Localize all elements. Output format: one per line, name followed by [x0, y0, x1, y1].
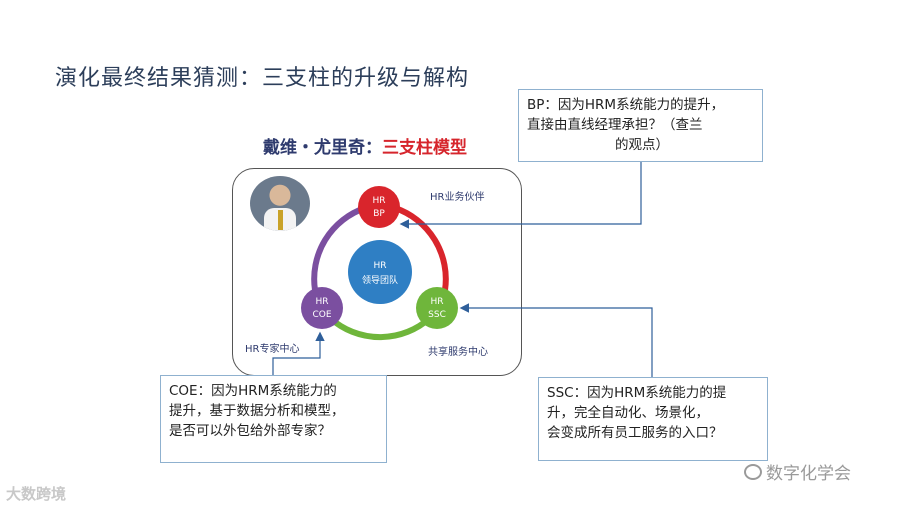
portrait-image — [250, 176, 310, 231]
ssc-node-line2: SSC — [428, 310, 446, 320]
coe-node-line2: COE — [312, 310, 331, 320]
callout-bp-line: 直接由直线经理承担？（查兰 — [527, 117, 703, 133]
watermark-right-text: 数字化学会 — [766, 464, 851, 484]
bp-connector — [399, 162, 642, 229]
callout-bp: BP：因为HRM系统能力的提升， 直接由直线经理承担？（查兰 的观点） — [518, 89, 763, 162]
ring-arc-ssc-coe — [328, 315, 432, 341]
center-node-line1: HR — [373, 261, 386, 271]
coe-connector — [272, 331, 325, 375]
ring-arc-coe-bp — [311, 205, 367, 291]
coe-node — [301, 287, 343, 329]
model-heading: 戴维・尤里奇：三支柱模型 — [263, 133, 467, 158]
label-hr-business-partner: HR业务伙伴 — [430, 192, 485, 203]
bp-node — [358, 186, 400, 228]
callout-coe-line: COE：因为HRM系统能力的 — [169, 383, 337, 399]
watermark-left: 大数跨境 — [6, 485, 67, 503]
ssc-node-line1: HR — [430, 297, 443, 307]
ring-arc-bp-ssc — [393, 205, 449, 291]
page-title: 演化最终结果猜测：三支柱的升级与解构 — [55, 66, 470, 91]
ssc-connector — [459, 303, 653, 377]
bp-node-line1: HR — [372, 196, 385, 206]
callout-bp-line: BP：因为HRM系统能力的提升， — [527, 97, 725, 113]
watermark-right: 数字化学会 — [744, 459, 851, 484]
bp-node-line2: BP — [373, 209, 385, 219]
callout-coe-line: 提升，基于数据分析和模型， — [169, 403, 345, 419]
coe-node-line1: HR — [315, 297, 328, 307]
callout-ssc-line: 会变成所有员工服务的入口？ — [547, 425, 723, 441]
callout-ssc: SSC：因为HRM系统能力的提 升，完全自动化、场景化， 会变成所有员工服务的入… — [538, 377, 768, 461]
model-heading-prefix: 戴维・尤里奇： — [263, 138, 382, 158]
center-node-line2: 领导团队 — [362, 274, 398, 286]
label-shared-service-center: 共享服务中心 — [428, 347, 488, 358]
callout-coe-line: 是否可以外包给外部专家？ — [169, 423, 331, 439]
callout-ssc-line: 升，完全自动化、场景化， — [547, 405, 709, 421]
center-node — [348, 240, 412, 304]
label-hr-coe: HR专家中心 — [245, 344, 300, 355]
wechat-icon — [744, 463, 762, 480]
callout-ssc-line: SSC：因为HRM系统能力的提 — [547, 385, 727, 401]
callout-bp-line: 的观点） — [615, 137, 669, 153]
callout-coe: COE：因为HRM系统能力的 提升，基于数据分析和模型， 是否可以外包给外部专家… — [160, 375, 387, 463]
model-heading-highlight: 三支柱模型 — [382, 138, 467, 158]
ssc-node — [416, 287, 458, 329]
